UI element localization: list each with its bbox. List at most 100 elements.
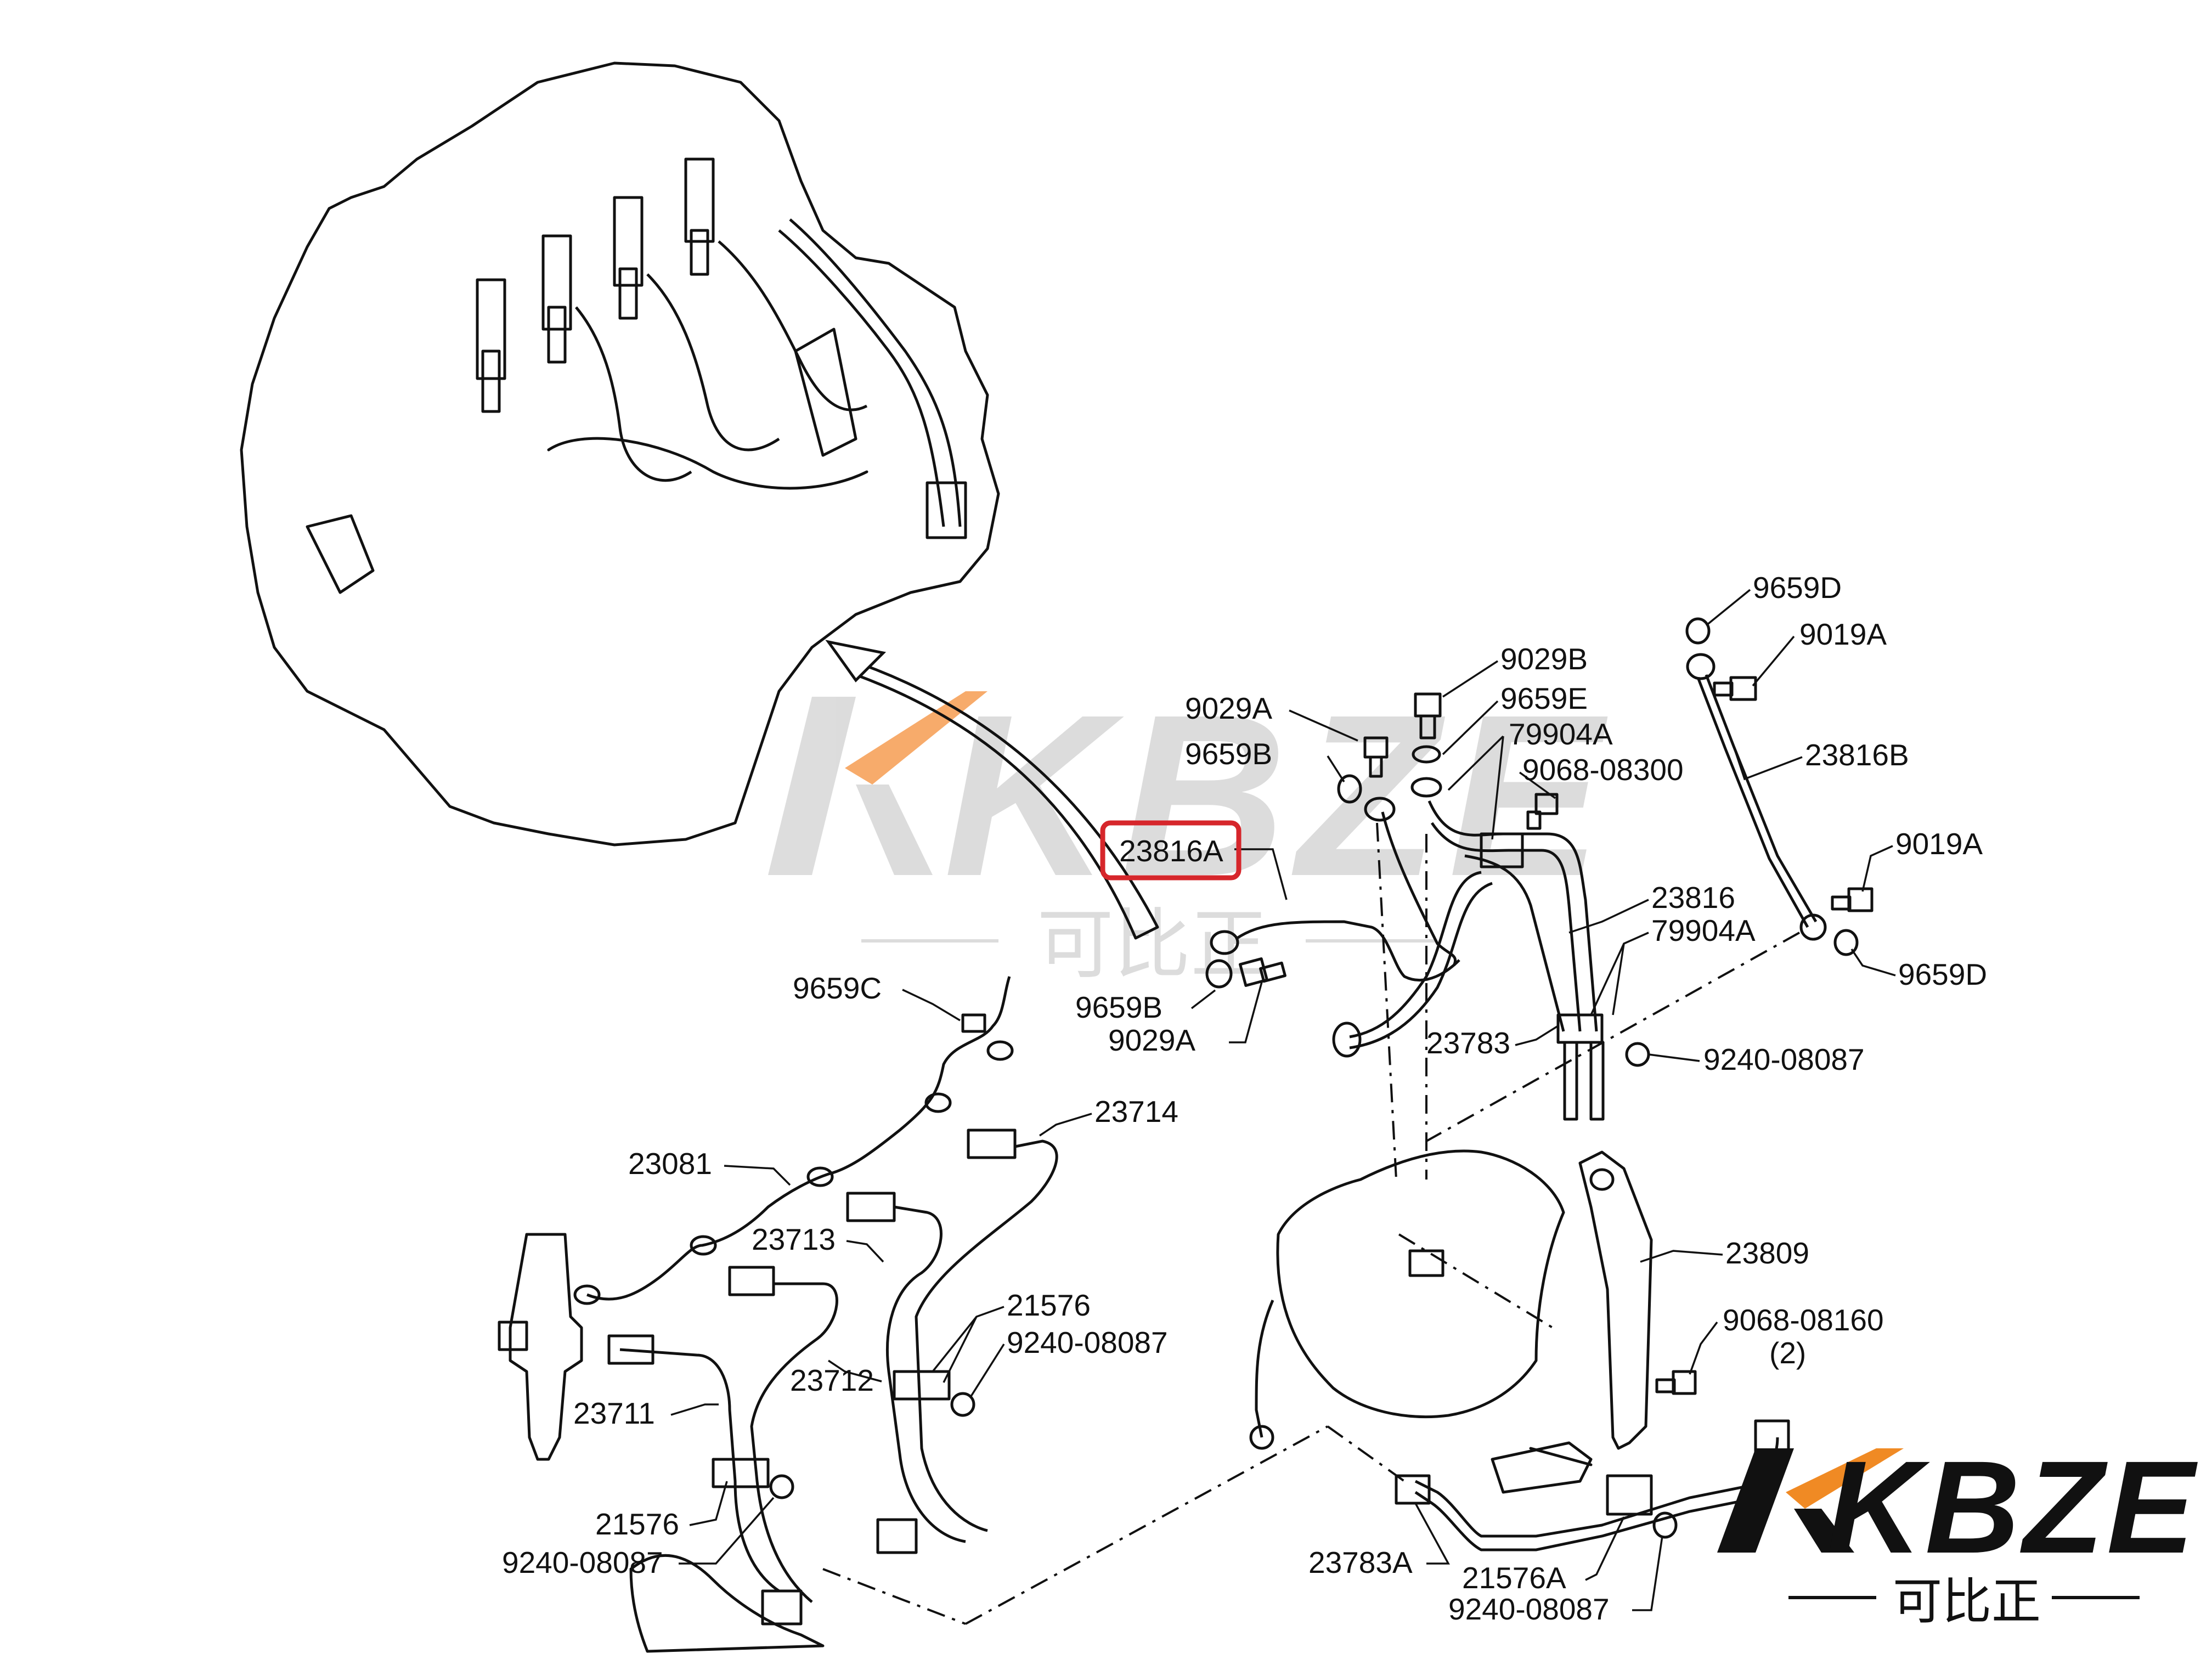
watermark: KBZE 可比正	[768, 667, 1610, 988]
label-79904A-top: 79904A	[1509, 717, 1613, 751]
nut-9240-08087-a	[1625, 1042, 1650, 1067]
nut-9240-08087-c	[769, 1474, 794, 1499]
label-21576-a: 21576	[1007, 1288, 1091, 1322]
engine-fuel-lines-5	[789, 218, 962, 527]
leakoff-banjo-4	[924, 1092, 952, 1113]
pipe-23711-nut	[607, 1334, 654, 1365]
label-9240-08087-a: 9240-08087	[1703, 1042, 1865, 1076]
label-23712: 23712	[790, 1363, 874, 1397]
pipe-23783-fitting	[1332, 1022, 1362, 1058]
leakoff-banjo-3	[806, 1166, 834, 1187]
engine-fuel-lines-1	[575, 306, 692, 482]
label-9029A-low: 9029A	[1108, 1023, 1195, 1057]
engine-fuel-lines-4	[778, 229, 945, 527]
washer-9659D-top	[1685, 617, 1711, 645]
logo-subtext: 可比正	[1893, 1575, 2041, 1629]
bracket-23809	[1578, 1150, 1653, 1450]
label-23816: 23816	[1651, 881, 1735, 915]
nut-9240-08087-b	[950, 1392, 975, 1417]
clamp-21576A	[1606, 1474, 1653, 1516]
label-9659D-mid: 9659D	[1898, 957, 1987, 991]
pipe-23783-b	[1349, 882, 1493, 1049]
pipe-23713-nut	[846, 1192, 896, 1222]
label-21576A: 21576A	[1462, 1561, 1566, 1595]
washer-9659E	[1412, 745, 1441, 764]
bolt-9029B	[1414, 692, 1442, 740]
pointer-arrow-head	[825, 640, 887, 682]
logo-k-arm	[1786, 1448, 1904, 1509]
eye-fitting-23816B-bottom	[1799, 913, 1827, 941]
bracket-spring-plate	[1491, 1441, 1593, 1494]
injector-nozzle-4	[690, 229, 709, 276]
label-9019A-mid: 9019A	[1895, 827, 1983, 861]
injector-side-port	[498, 1321, 528, 1351]
injector-2	[541, 234, 572, 331]
pipe-23714	[915, 1139, 1058, 1532]
bracket-23809-hole	[1589, 1168, 1615, 1191]
label-79904A-mid: 79904A	[1651, 913, 1756, 947]
brand-logo: KBZE 可比正	[1717, 1434, 2198, 1629]
guide-dash-bottom-1	[965, 1425, 1328, 1625]
pipe-end-right	[1589, 1041, 1605, 1121]
injector-4	[684, 157, 715, 243]
part-labels: 9659D 9019A 9029B 9659E 79904A 9068-0830…	[502, 571, 1987, 1626]
logo-text: KBZE	[1827, 1434, 2198, 1581]
label-23783: 23783	[1426, 1026, 1510, 1060]
engine-lower-manifold	[547, 437, 868, 490]
highlighted-part-23816A: 23816A	[1100, 820, 1242, 881]
pipe-23783A	[1414, 1437, 1779, 1538]
pipe-23711	[619, 1348, 780, 1593]
pipe-23783	[1349, 871, 1482, 1039]
pipe-23713	[886, 1205, 966, 1543]
eye-fitting-23816A-left	[1210, 930, 1239, 955]
fuel-line-23816B-assembly	[1685, 617, 1874, 956]
eye-fitting-23816B-top	[1686, 653, 1716, 680]
label-9240-08087-b: 9240-08087	[1007, 1325, 1168, 1359]
pipe-23816-b	[1430, 822, 1582, 1032]
engine-assembly-view	[240, 61, 1000, 847]
label-9029A-top: 9029A	[1185, 691, 1272, 725]
pipe-23816B	[1705, 674, 1818, 923]
label-9068-08160: 9068-08160	[1723, 1303, 1884, 1337]
label-23816A: 23816A	[1119, 834, 1223, 868]
bolt-9019A-mid	[1831, 887, 1874, 912]
leakoff-line-23081	[586, 976, 1011, 1301]
guide-dash-bottom-2	[1327, 1425, 1406, 1482]
guide-dash-diag	[1426, 932, 1800, 1142]
pipe-23714-nut	[967, 1128, 1017, 1159]
highlight-box	[1100, 820, 1242, 881]
pump-fitting-1	[761, 1589, 803, 1626]
label-23816B: 23816B	[1805, 738, 1909, 772]
pipe-23712	[750, 1282, 838, 1603]
watermark-text: KBZE	[944, 667, 1610, 924]
leakoff-banjo-1	[573, 1284, 601, 1305]
clamp-21576-left	[712, 1458, 770, 1488]
bracket-23809-assembly	[822, 1149, 1790, 1625]
leader-lines	[670, 589, 1896, 1611]
engine-pipe-ends	[926, 481, 967, 539]
label-9659D-top: 9659D	[1753, 571, 1842, 605]
engine-fuel-lines-3	[718, 240, 868, 411]
label-9659C: 9659C	[793, 971, 882, 1005]
eye-fitting-23816A-top	[1364, 797, 1396, 822]
governor-housing-outline	[1276, 1149, 1565, 1419]
engine-block-inner-line	[306, 514, 375, 594]
label-23081: 23081	[628, 1147, 712, 1181]
label-23713: 23713	[752, 1222, 836, 1256]
clamp-79904A-mid	[1556, 1013, 1604, 1044]
governor-end-cap	[1249, 1425, 1274, 1450]
nut-9659C	[961, 1013, 986, 1033]
watermark-k-arm	[845, 691, 988, 785]
label-9068-08300: 9068-08300	[1522, 753, 1684, 787]
nut-9240-08087-d	[1652, 1511, 1678, 1539]
bolt-9029A-low	[1239, 957, 1286, 987]
engine-bracket	[794, 328, 857, 457]
injector-nozzle-3	[618, 267, 638, 320]
label-9068-08160-qty: (2)	[1769, 1336, 1806, 1370]
bracket-spring	[1529, 1447, 1593, 1466]
pipe-23816A	[1236, 920, 1460, 982]
leakoff-banjo-2	[690, 1235, 717, 1256]
engine-fuel-lines-2	[646, 273, 780, 452]
label-9659E: 9659E	[1500, 681, 1588, 715]
